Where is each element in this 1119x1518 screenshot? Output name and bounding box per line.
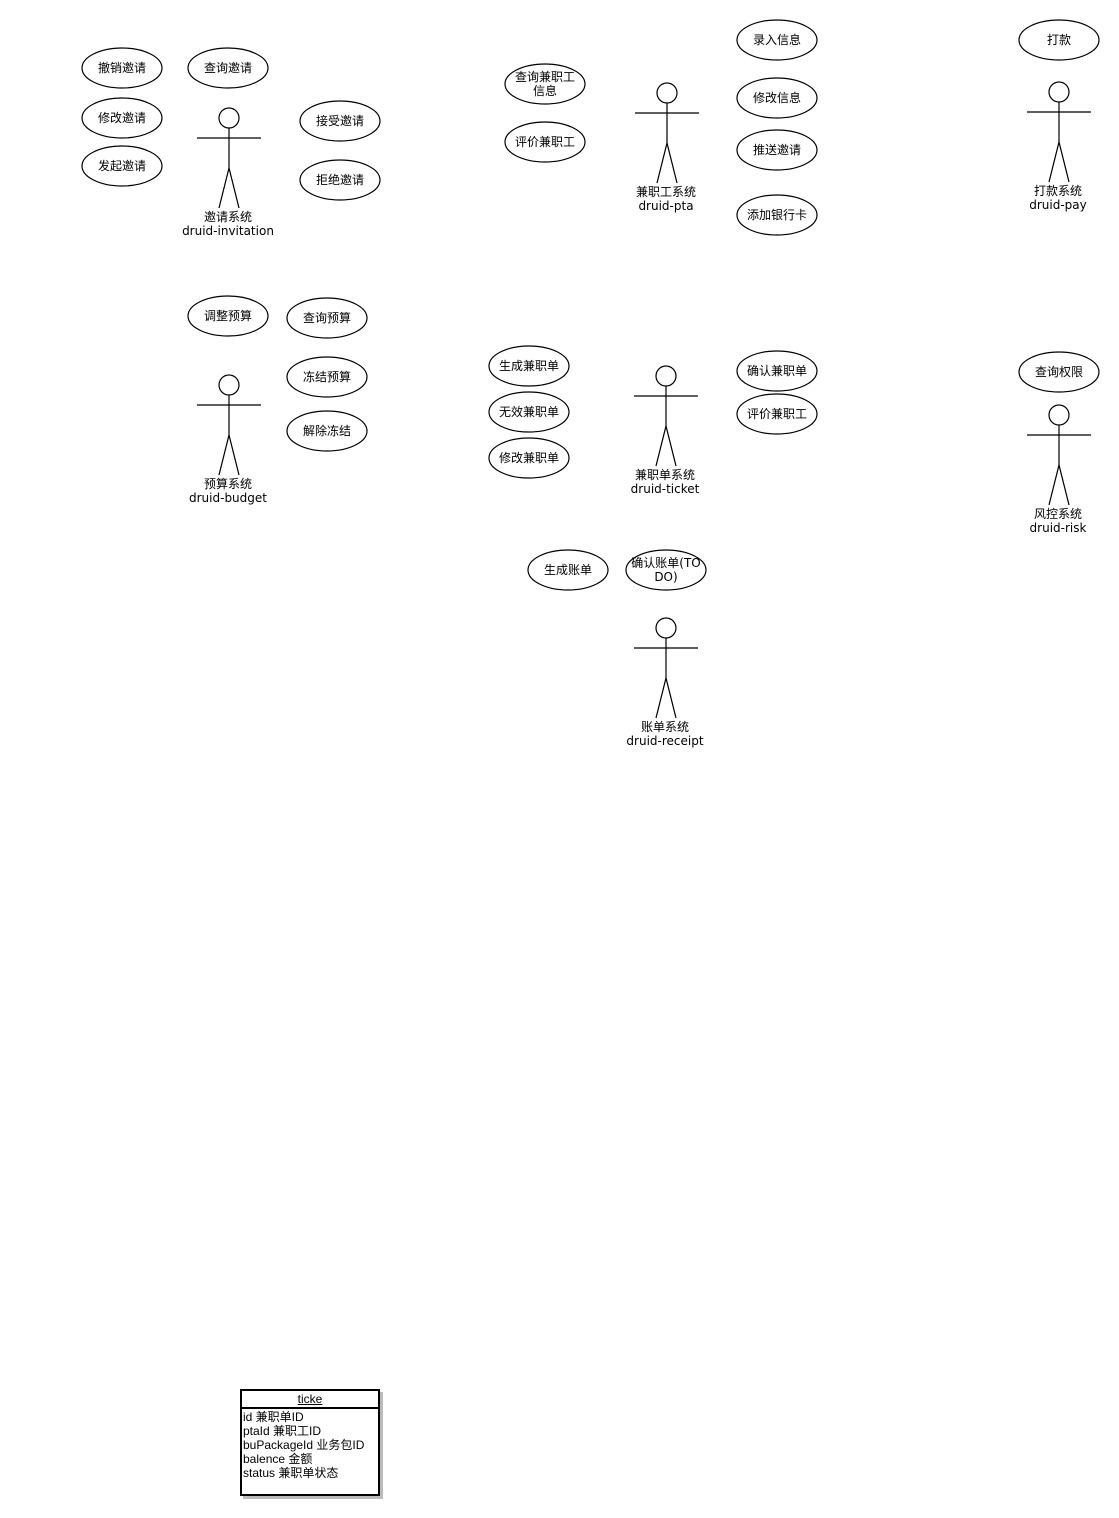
class-field-bu-package-id: buPackageId 业务包ID xyxy=(243,1438,365,1452)
pta-usecase-ellipse-5 xyxy=(736,194,818,236)
budget-usecase-label-2: 冻结预算 xyxy=(303,369,351,384)
class-field-balence: balence 金额 xyxy=(243,1452,313,1466)
invitation-usecase-ellipse-4 xyxy=(81,145,163,187)
pta-usecase-label-4: 推送邀请 xyxy=(753,142,801,157)
budget-usecase-label-0: 调整预算 xyxy=(204,308,252,323)
receipt-actor-leg-left xyxy=(655,677,667,719)
ticket-usecase-label-3: 评价兼职工 xyxy=(747,407,807,421)
pta-usecase-ellipse-4 xyxy=(736,129,818,171)
budget-actor-head xyxy=(218,374,240,396)
receipt-usecase-label-1-line-0: 确认账单(TO xyxy=(631,556,700,570)
pta-actor-name: 兼职工系统 xyxy=(636,185,696,199)
invitation-actor-leg-left xyxy=(218,167,230,209)
pta-actor-leg-right xyxy=(666,142,678,184)
ticket-actor-leg-left xyxy=(655,425,667,467)
receipt-usecase-label-1-line-1: DO) xyxy=(654,570,677,584)
invitation-usecase-ellipse-5 xyxy=(299,159,381,201)
pta-usecase-ellipse-0 xyxy=(736,19,818,61)
ticket-actor-leg-right xyxy=(665,425,677,467)
receipt-actor-name: 账单系统 xyxy=(641,720,689,734)
pta-actor-code: druid-pta xyxy=(638,199,693,213)
receipt-usecase-label-0: 生成账单 xyxy=(544,563,592,577)
risk-actor-leg-right xyxy=(1058,464,1070,506)
pta-usecase-label-0: 录入信息 xyxy=(753,32,801,47)
ticket-usecase-ellipse-2 xyxy=(488,391,570,433)
pta-usecase-label-2: 修改信息 xyxy=(753,90,801,105)
risk-actor-leg-left xyxy=(1048,464,1060,506)
pta-usecase-label-1-line-0: 查询兼职工 xyxy=(515,70,575,84)
receipt-actor-leg-right xyxy=(665,677,677,719)
pay-actor-leg-right xyxy=(1058,141,1070,183)
risk-actor-code: druid-risk xyxy=(1030,521,1087,535)
invitation-usecase-label-1: 查询邀请 xyxy=(204,60,252,75)
budget-usecase-ellipse-2 xyxy=(286,356,368,398)
invitation-actor-name: 邀请系统 xyxy=(204,209,252,224)
class-box-ticket: ticke id 兼职单ID ptaId 兼职工ID buPackageId 业… xyxy=(240,1389,380,1496)
invitation-usecase-ellipse-2 xyxy=(81,97,163,139)
pay-usecase-label-0: 打款 xyxy=(1047,33,1071,47)
ticket-actor-name: 兼职单系统 xyxy=(635,468,695,482)
invitation-actor-head xyxy=(218,107,240,129)
ticket-usecase-label-2: 无效兼职单 xyxy=(499,404,559,419)
invitation-usecase-label-4: 发起邀请 xyxy=(98,158,146,173)
budget-actor-leg-right xyxy=(228,434,240,476)
ticket-usecase-label-4: 修改兼职单 xyxy=(499,450,559,465)
ticket-usecase-ellipse-3 xyxy=(736,393,818,435)
invitation-usecase-label-3: 接受邀请 xyxy=(316,113,364,128)
budget-actor-leg-left xyxy=(218,434,230,476)
class-field-pta-id: ptaId 兼职工ID xyxy=(243,1424,322,1438)
invitation-usecase-ellipse-3 xyxy=(299,100,381,142)
ticket-actor-head xyxy=(655,365,677,387)
pta-usecase-label-5: 添加银行卡 xyxy=(747,208,807,222)
invitation-usecase-ellipse-1 xyxy=(187,47,269,89)
budget-usecase-ellipse-0 xyxy=(187,295,269,337)
ticket-usecase-label-1: 确认兼职单 xyxy=(747,364,807,378)
ticket-usecase-label-0: 生成兼职单 xyxy=(499,359,559,373)
invitation-usecase-label-0: 撤销邀请 xyxy=(98,60,146,75)
pta-usecase-ellipse-1 xyxy=(504,63,586,105)
budget-usecase-ellipse-1 xyxy=(286,297,368,339)
invitation-usecase-label-2: 修改邀请 xyxy=(98,110,146,125)
receipt-actor-code: druid-receipt xyxy=(626,734,703,748)
pay-usecase-ellipse-0 xyxy=(1018,19,1100,61)
ticket-usecase-ellipse-1 xyxy=(736,350,818,392)
pay-actor-code: druid-pay xyxy=(1029,198,1087,212)
budget-actor-code: druid-budget xyxy=(189,491,267,505)
budget-actor-name: 预算系统 xyxy=(204,476,252,491)
pay-actor-leg-left xyxy=(1048,141,1060,183)
class-field-status: status 兼职单状态 xyxy=(243,1466,339,1480)
risk-usecase-label-0: 查询权限 xyxy=(1035,365,1083,379)
pta-usecase-ellipse-2 xyxy=(736,77,818,119)
pta-usecase-label-3: 评价兼职工 xyxy=(515,135,575,149)
pay-actor-head xyxy=(1048,81,1070,103)
ticket-usecase-ellipse-4 xyxy=(488,437,570,479)
budget-usecase-ellipse-3 xyxy=(286,410,368,452)
budget-usecase-label-1: 查询预算 xyxy=(303,310,351,325)
receipt-usecase-ellipse-1 xyxy=(625,549,707,591)
risk-usecase-ellipse-0 xyxy=(1018,351,1100,393)
pta-usecase-ellipse-3 xyxy=(504,121,586,163)
ticket-actor-code: druid-ticket xyxy=(631,482,700,496)
receipt-usecase-ellipse-0 xyxy=(527,549,609,591)
budget-usecase-label-3: 解除冻结 xyxy=(303,423,351,438)
risk-actor-head xyxy=(1048,404,1070,426)
class-title: ticke xyxy=(242,1391,378,1409)
pta-actor-head xyxy=(656,82,678,104)
ticket-usecase-ellipse-0 xyxy=(488,345,570,387)
receipt-actor-head xyxy=(655,617,677,639)
invitation-actor-code: druid-invitation xyxy=(182,224,274,238)
pay-actor-name: 打款系统 xyxy=(1034,184,1082,198)
pta-actor-leg-left xyxy=(656,142,668,184)
invitation-usecase-label-5: 拒绝邀请 xyxy=(316,172,364,187)
invitation-usecase-ellipse-0 xyxy=(81,47,163,89)
pta-usecase-label-1-line-1: 信息 xyxy=(533,83,557,98)
invitation-actor-leg-right xyxy=(228,167,240,209)
risk-actor-name: 风控系统 xyxy=(1034,507,1082,521)
class-field-id: id 兼职单ID xyxy=(243,1410,304,1424)
class-fields: id 兼职单ID ptaId 兼职工ID buPackageId 业务包ID b… xyxy=(242,1409,378,1480)
